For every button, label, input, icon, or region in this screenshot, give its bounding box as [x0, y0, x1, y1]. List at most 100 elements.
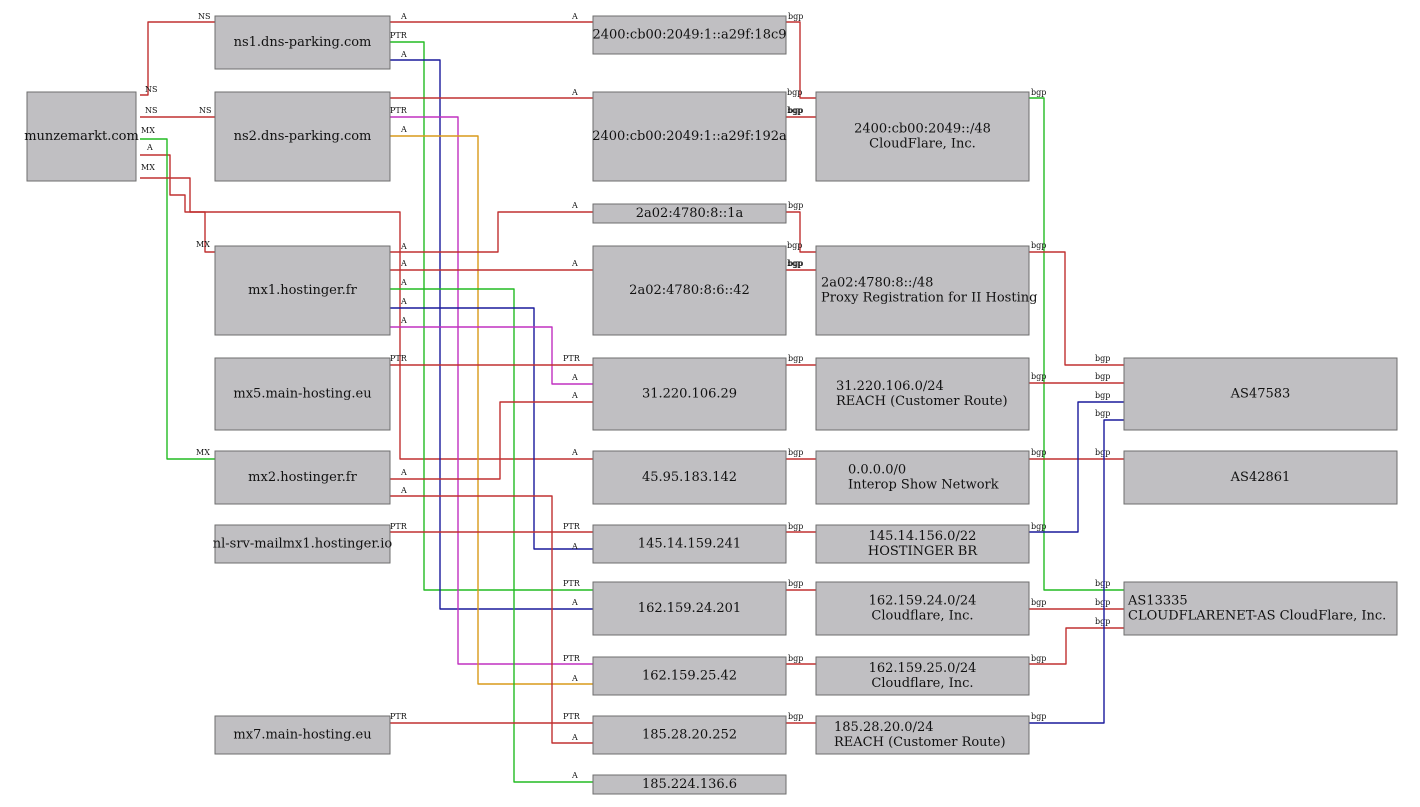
node-ns1[interactable]: ns1.dns-parking.com [214, 15, 391, 70]
edge-label: bgp [788, 12, 803, 21]
node-box [214, 715, 391, 755]
node-label: nl-srv-mailmx1.hostinger.io [213, 537, 393, 552]
edge-label: MX [141, 163, 155, 172]
edge-e_ns1_162_24_a: AA [390, 50, 593, 610]
edge-line [390, 211, 593, 253]
edge-label: A [400, 259, 407, 268]
node-mx7[interactable]: mx7.main-hosting.eu [214, 715, 391, 755]
node-as42861[interactable]: AS42861 [1123, 450, 1398, 505]
node-label: 162.159.24.0/24 [869, 594, 977, 609]
edge-label: bgp [788, 712, 803, 721]
node-box [592, 581, 787, 636]
edge-label: bgp [1095, 391, 1110, 400]
edge-e_mx_mx2: MX MX [140, 126, 215, 460]
edge-e_185_28_net: bgp [786, 712, 816, 724]
node-ip_2400_18c9[interactable]: 2400:cb00:2049:1::a29f:18c9 [592, 15, 787, 55]
edge-e_ns1_162_24: PTR PTR [390, 31, 593, 591]
node-ip_2a02_42[interactable]: 2a02:4780:8:6::42 [592, 245, 787, 336]
edge-label: A [400, 486, 407, 495]
node-box [815, 524, 1030, 564]
edge-line [390, 41, 593, 591]
edge-label: bgp [1031, 372, 1046, 381]
edge-label: A [400, 125, 407, 134]
node-ip_185_224[interactable]: 185.224.136.6 [592, 774, 787, 795]
node-label: CloudFlare, Inc. [869, 137, 976, 152]
edge-label: PTR [563, 354, 581, 363]
edge-e_mx_mx1: MX MX [140, 154, 215, 253]
node-ip_162_25[interactable]: 162.159.25.42 [592, 656, 787, 696]
edge-label: A [400, 316, 407, 325]
edge-label: bgp [787, 259, 802, 268]
node-label: AS47583 [1230, 387, 1291, 402]
node-box [1123, 357, 1398, 431]
node-label: Cloudflare, Inc. [871, 676, 973, 691]
node-label: 2400:cb00:2049:1::a29f:192a [592, 129, 787, 144]
node-box [815, 581, 1030, 636]
edge-label: MX [196, 240, 210, 249]
edge-e_162_24_net: bgp [786, 579, 816, 591]
edge-label: A [571, 542, 578, 551]
edge-label: PTR [563, 712, 581, 721]
edge-label: PTR [563, 522, 581, 531]
node-nlsrv[interactable]: nl-srv-mailmx1.hostinger.io [213, 524, 393, 564]
edge-label: A [400, 297, 407, 306]
node-label: AS13335 [1127, 594, 1188, 609]
node-ip_2400_192a[interactable]: 2400:cb00:2049:1::a29f:192a [592, 91, 787, 182]
edge-label: PTR [390, 106, 408, 115]
node-label: Cloudflare, Inc. [871, 609, 973, 624]
node-ns2[interactable]: ns2.dns-parking.com [214, 91, 391, 182]
node-ip_145[interactable]: 145.14.159.241 [592, 524, 787, 564]
node-box [592, 715, 787, 755]
node-ip_185_28[interactable]: 185.28.20.252 [592, 715, 787, 755]
edge-line [140, 177, 593, 460]
edge-label: bgp [788, 201, 803, 210]
node-as47583[interactable]: AS47583 [1123, 357, 1398, 431]
node-munzemarkt[interactable]: munzemarkt.com [24, 91, 139, 182]
node-label: REACH (Customer Route) [836, 394, 1008, 409]
edge-label: bgp [788, 522, 803, 531]
node-mx2[interactable]: mx2.hostinger.fr [214, 450, 391, 505]
edge-label: A [571, 733, 578, 742]
node-ip_2a02_1a[interactable]: 2a02:4780:8::1a [592, 203, 787, 224]
edge-label: A [571, 88, 578, 97]
node-ip_45[interactable]: 45.95.183.142 [592, 450, 787, 505]
edge-line [1029, 251, 1124, 366]
node-label: 31.220.106.29 [642, 387, 737, 402]
node-label: 2a02:4780:8:6::42 [629, 283, 750, 298]
edge-e_mx1_31: AA [390, 316, 593, 385]
edge-line [390, 307, 593, 550]
node-box [592, 450, 787, 505]
node-label: 2a02:4780:8::1a [636, 206, 744, 221]
node-label: mx1.hostinger.fr [248, 283, 357, 298]
edge-label: MX [141, 126, 155, 135]
node-label: Interop Show Network [848, 478, 999, 493]
node-ip_162_24[interactable]: 162.159.24.201 [592, 581, 787, 636]
edge-label: bgp [1031, 598, 1046, 607]
edge-label: bgp [788, 654, 803, 663]
node-box [592, 524, 787, 564]
node-box [592, 357, 787, 431]
edge-e_ns2_192a: A [390, 88, 593, 99]
node-mx5[interactable]: mx5.main-hosting.eu [214, 357, 391, 431]
edge-line [140, 154, 215, 253]
node-ip_31[interactable]: 31.220.106.29 [592, 357, 787, 431]
edge-label: A [400, 12, 407, 21]
node-mx1[interactable]: mx1.hostinger.fr [214, 245, 391, 336]
